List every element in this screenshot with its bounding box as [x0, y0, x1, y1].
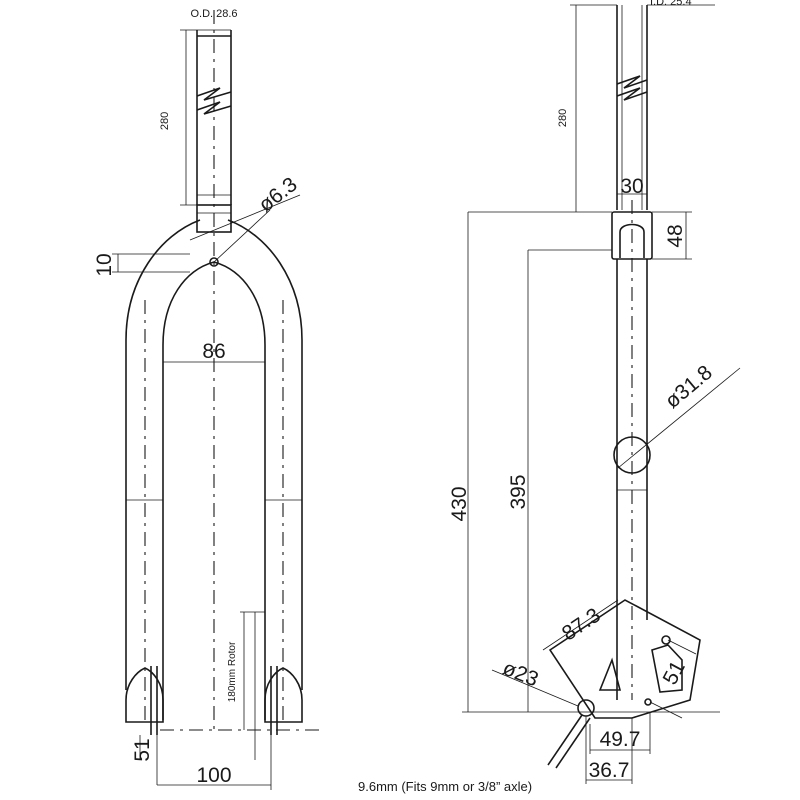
front-bolt-hole [189, 194, 301, 267]
leg-diameter-dimension: ø31.8 [617, 361, 741, 469]
hub-spacing-label: 100 [196, 764, 231, 787]
front-steerer-length-label: 280 [159, 112, 171, 130]
side-view: 280 I.D. 25.4 30 48 ø31.8 430 [448, 0, 741, 784]
front-steerer-length-dimension: 280 [159, 29, 197, 206]
hub-spacing-dimension: 100 [157, 735, 272, 790]
bolt-hole-diameter-label: ø6.3 [254, 173, 301, 217]
side-steerer-length-dimension: 280 [557, 4, 617, 212]
front-steerer-tube [196, 29, 232, 205]
front-fork-outer-outline [125, 219, 303, 500]
bolt-offset-label: 10 [93, 253, 116, 276]
steerer-id-dimension: I.D. 25.4 [647, 0, 715, 8]
front-view: 280 O.D. 28.6 ø6.3 10 86 180mm Rotor [93, 8, 532, 794]
side-fork-leg [613, 200, 651, 700]
side-steerer-length-label: 280 [557, 109, 569, 127]
front-dropout-width-label: 51 [131, 738, 154, 761]
side-dropout [547, 599, 701, 769]
rotor-note: 180mm Rotor [227, 641, 238, 702]
steerer-od-label: O.D. 28.6 [190, 8, 237, 20]
dropout-rise-label: 51 [659, 657, 690, 688]
dropout-hole-dimension: ø23 [491, 657, 579, 707]
crown-height-dimension: 48 [652, 211, 692, 260]
dropout-rake-label: 36.7 [589, 759, 630, 782]
leg-diameter-label: ø31.8 [661, 361, 717, 413]
crown-height-label: 48 [664, 224, 687, 247]
dropout-hole-label: ø23 [499, 657, 541, 692]
dropout-length-dimension: 87.3 [542, 599, 619, 651]
dropout-rake-dimension: 36.7 [585, 716, 633, 784]
front-centerlines [144, 10, 320, 731]
bolt-offset-dimension: 10 [93, 253, 190, 277]
dropout-offset-dimension: 49.7 [589, 712, 651, 754]
front-dropouts [125, 666, 303, 735]
rotor-dimension: 180mm Rotor [227, 611, 265, 760]
lower-length-label: 395 [507, 474, 530, 509]
side-steerer-tube [616, 5, 648, 210]
steerer-id-label: I.D. 25.4 [650, 0, 692, 8]
dropout-offset-label: 49.7 [600, 728, 641, 751]
front-dropout-width-dimension: 51 [131, 735, 158, 785]
axle-note: 9.6mm (Fits 9mm or 3/8” axle) [358, 779, 532, 794]
total-length-dimension: 430 [448, 211, 720, 713]
leg-spacing-label: 86 [202, 340, 225, 363]
front-lower-legs [125, 499, 303, 720]
total-length-label: 430 [448, 486, 471, 521]
lower-length-dimension: 395 [507, 249, 612, 712]
crown-width-label: 30 [620, 175, 643, 198]
leg-spacing-dimension: 86 [163, 340, 265, 363]
